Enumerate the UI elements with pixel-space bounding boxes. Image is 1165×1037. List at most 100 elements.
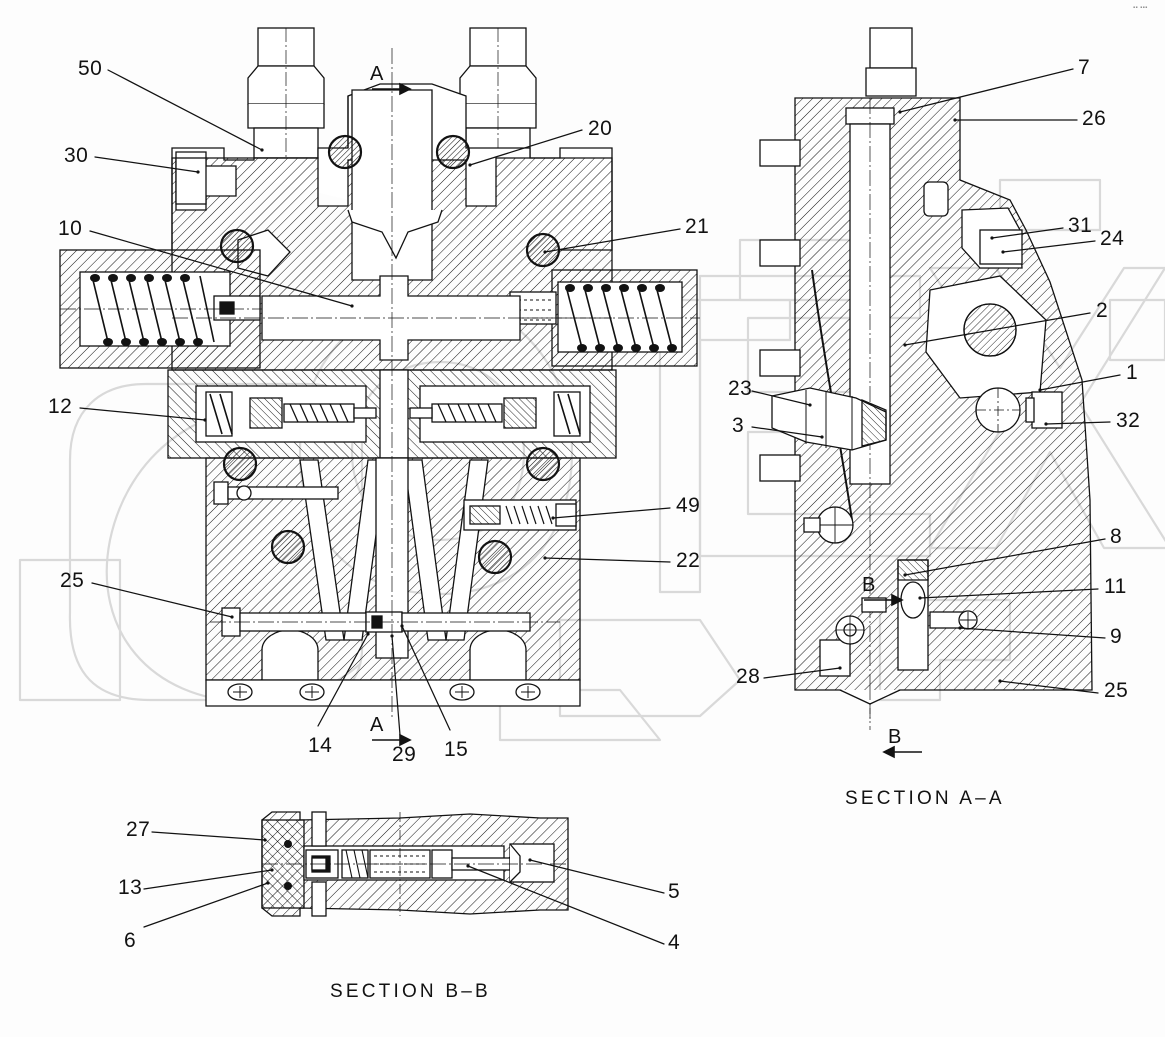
leader-dot-6 [266, 881, 270, 885]
leader-dot-27 [263, 838, 267, 842]
callout-number-24: 24 [1100, 227, 1125, 250]
leader-line-27 [151, 831, 266, 841]
leader-line-10 [89, 230, 353, 307]
leader-line-32 [1045, 421, 1111, 425]
leader-dot-28 [838, 666, 842, 670]
callout-number-12: 12 [48, 395, 73, 418]
leader-dot-2 [903, 343, 907, 347]
leader-dot-29 [390, 634, 394, 638]
section-arrow-a-1 [372, 733, 412, 747]
callout-number-49: 49 [676, 494, 701, 517]
leader-dot-3 [820, 435, 824, 439]
leader-line-15 [401, 625, 451, 731]
section-marker-letter-b-2: B [862, 574, 876, 596]
leader-dot-25 [230, 615, 234, 619]
leader-dot-1 [1038, 388, 1042, 392]
leader-line-30 [94, 156, 199, 173]
leader-line-9 [959, 627, 1106, 639]
leader-dot-22 [543, 556, 547, 560]
leader-line-29 [391, 635, 401, 736]
leader-dot-15 [400, 624, 404, 628]
callout-number-6: 6 [124, 929, 137, 952]
leader-line-25 [91, 582, 233, 618]
callout-number-3: 3 [732, 414, 745, 437]
leader-line-1 [1039, 374, 1121, 391]
leader-dot-10 [350, 304, 354, 308]
callout-number-28: 28 [736, 665, 761, 688]
callout-number-30: 30 [64, 144, 89, 167]
callout-number-27: 27 [126, 818, 151, 841]
callout-number-10: 10 [58, 217, 83, 240]
callout-number-20: 20 [588, 117, 613, 140]
callout-number-21: 21 [685, 215, 710, 238]
callout-number-5: 5 [668, 880, 681, 903]
callout-number-29: 29 [392, 743, 417, 766]
leader-line-8 [904, 538, 1106, 576]
leader-line-50 [107, 69, 263, 151]
callout-number-26: 26 [1082, 107, 1107, 130]
leader-dot-26 [953, 118, 957, 122]
leader-dot-30 [196, 170, 200, 174]
callout-number-7: 7 [1078, 56, 1091, 79]
leader-dot-21 [543, 250, 547, 254]
section-arrow-a-0 [372, 82, 412, 96]
leader-dot-5 [528, 858, 532, 862]
leader-dot-24 [1001, 250, 1005, 254]
leader-line-24 [1002, 240, 1096, 253]
leader-line-12 [79, 407, 206, 421]
leader-dot-25 [998, 679, 1002, 683]
leader-line-13 [143, 869, 273, 890]
leader-dot-9 [958, 626, 962, 630]
corner-mark: ▪▪ ▪▪▪ [1133, 5, 1148, 11]
section-marker-letter-b-3: B [888, 726, 902, 748]
callout-number-4: 4 [668, 931, 681, 954]
leader-line-49 [552, 507, 671, 519]
leader-dot-50 [260, 148, 264, 152]
leader-line-11 [919, 588, 1099, 599]
leader-dot-13 [270, 868, 274, 872]
leader-line-23 [751, 390, 811, 406]
callout-number-25: 25 [60, 569, 85, 592]
callout-number-8: 8 [1110, 525, 1123, 548]
leader-line-31 [991, 227, 1064, 239]
leader-dot-12 [203, 418, 207, 422]
callout-number-9: 9 [1110, 625, 1123, 648]
leader-dot-31 [990, 236, 994, 240]
callout-number-31: 31 [1068, 214, 1093, 237]
leader-line-28 [763, 667, 841, 679]
section-marker-letter-a-0: A [370, 63, 384, 85]
callout-number-11: 11 [1104, 575, 1127, 598]
callout-number-22: 22 [676, 549, 701, 572]
callout-number-25: 25 [1104, 679, 1129, 702]
leader-line-20 [469, 129, 583, 166]
leader-dot-11 [918, 596, 922, 600]
section-arrow-b-2 [864, 593, 904, 607]
callout-number-50: 50 [78, 57, 103, 80]
leader-line-5 [529, 859, 665, 894]
callout-number-23: 23 [728, 377, 753, 400]
leader-dot-32 [1044, 422, 1048, 426]
callout-number-1: 1 [1126, 361, 1139, 384]
section-arrow-b-3 [882, 745, 922, 759]
leader-line-2 [904, 312, 1091, 346]
leader-line-25 [999, 680, 1099, 694]
leader-line-22 [544, 557, 671, 563]
leader-dot-20 [468, 163, 472, 167]
callout-number-2: 2 [1096, 299, 1109, 322]
section-aa-title: SECTION A–A [845, 788, 1005, 809]
callout-number-14: 14 [308, 734, 333, 757]
leader-dot-23 [808, 403, 812, 407]
section-marker-letter-a-1: A [370, 714, 384, 736]
leader-dot-8 [903, 573, 907, 577]
leader-line-3 [751, 426, 823, 438]
leader-line-4 [467, 865, 665, 945]
leader-dot-49 [551, 516, 555, 520]
leader-dot-14 [366, 632, 370, 636]
leader-line-7 [899, 68, 1074, 113]
callout-number-15: 15 [444, 738, 469, 761]
leader-line-14 [317, 633, 369, 727]
callout-number-13: 13 [118, 876, 143, 899]
